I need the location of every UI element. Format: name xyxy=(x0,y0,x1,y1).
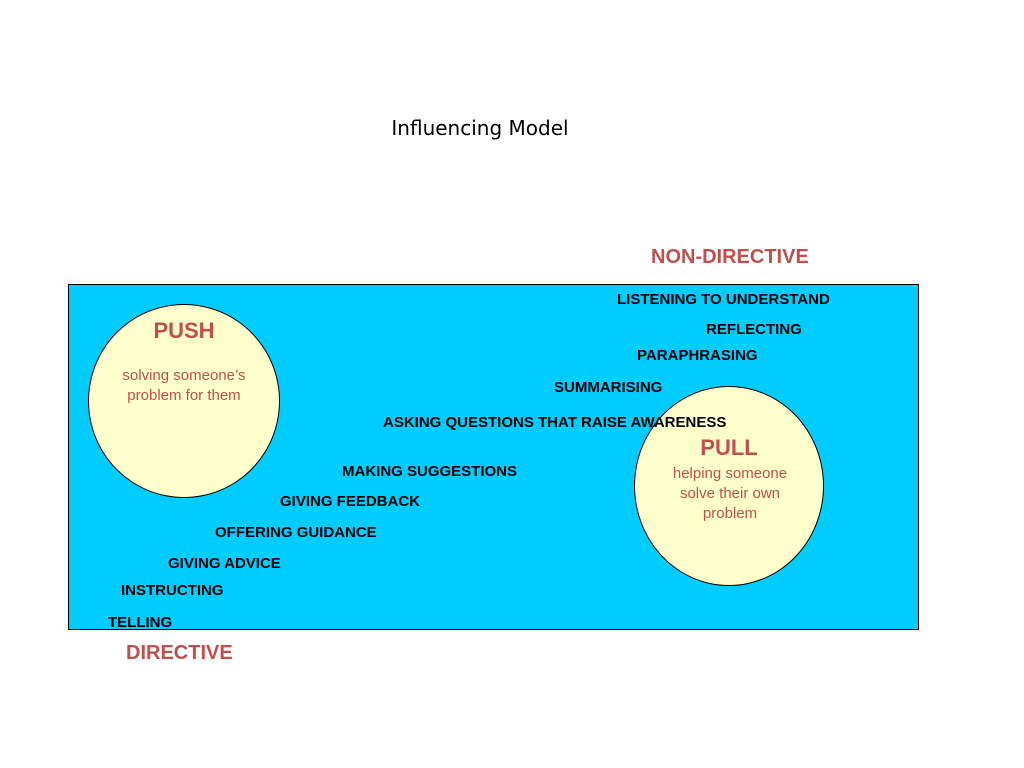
push-description: solving someone’s problem for them xyxy=(122,367,246,404)
behaviour-telling: TELLING xyxy=(108,614,173,631)
behaviour-instructing: INSTRUCTING xyxy=(121,582,224,599)
behaviour-offering-guidance: OFFERING GUIDANCE xyxy=(215,524,377,541)
behaviour-making-suggestions: MAKING SUGGESTIONS xyxy=(342,463,518,480)
push-title: PUSH xyxy=(153,318,215,343)
slide-title: Influencing Model xyxy=(391,116,569,140)
behaviour-asking-questions: ASKING QUESTIONS THAT RAISE AWARENESS xyxy=(383,414,727,431)
push-ellipse: PUSH solving someone’s problem for them xyxy=(88,304,280,498)
behaviour-summarising: SUMMARISING xyxy=(554,379,663,396)
behaviour-giving-feedback: GIVING FEEDBACK xyxy=(280,493,421,510)
pull-title: PULL xyxy=(700,435,758,460)
pull-ellipse: PULL helping someone solve their own pro… xyxy=(634,386,824,586)
non-directive-label: NON-DIRECTIVE xyxy=(651,246,809,268)
behaviour-listening: LISTENING TO UNDERSTAND xyxy=(617,291,830,308)
directive-label: DIRECTIVE xyxy=(126,642,233,664)
behaviour-paraphrasing: PARAPHRASING xyxy=(637,347,758,364)
behaviour-reflecting: REFLECTING xyxy=(706,321,802,338)
pull-description: helping someone solve their own problem xyxy=(672,465,788,522)
behaviour-giving-advice: GIVING ADVICE xyxy=(168,555,281,572)
